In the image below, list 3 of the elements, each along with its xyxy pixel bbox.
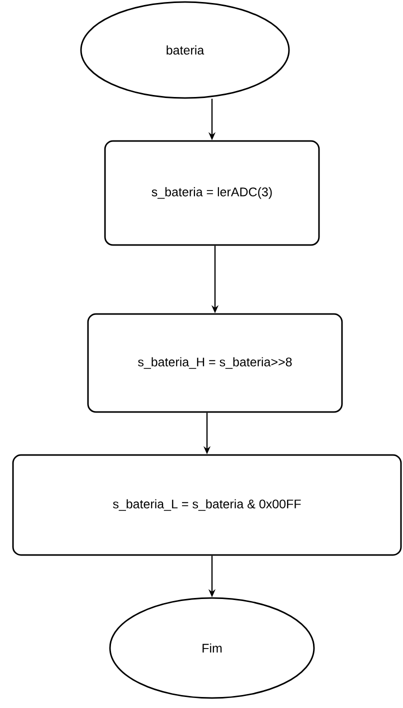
- process-box: s_bateria_H = s_bateria>>8: [87, 313, 343, 413]
- process-box: s_bateria = lerADC(3): [104, 140, 320, 246]
- process-box: s_bateria_L = s_bateria & 0x00FF: [12, 454, 402, 556]
